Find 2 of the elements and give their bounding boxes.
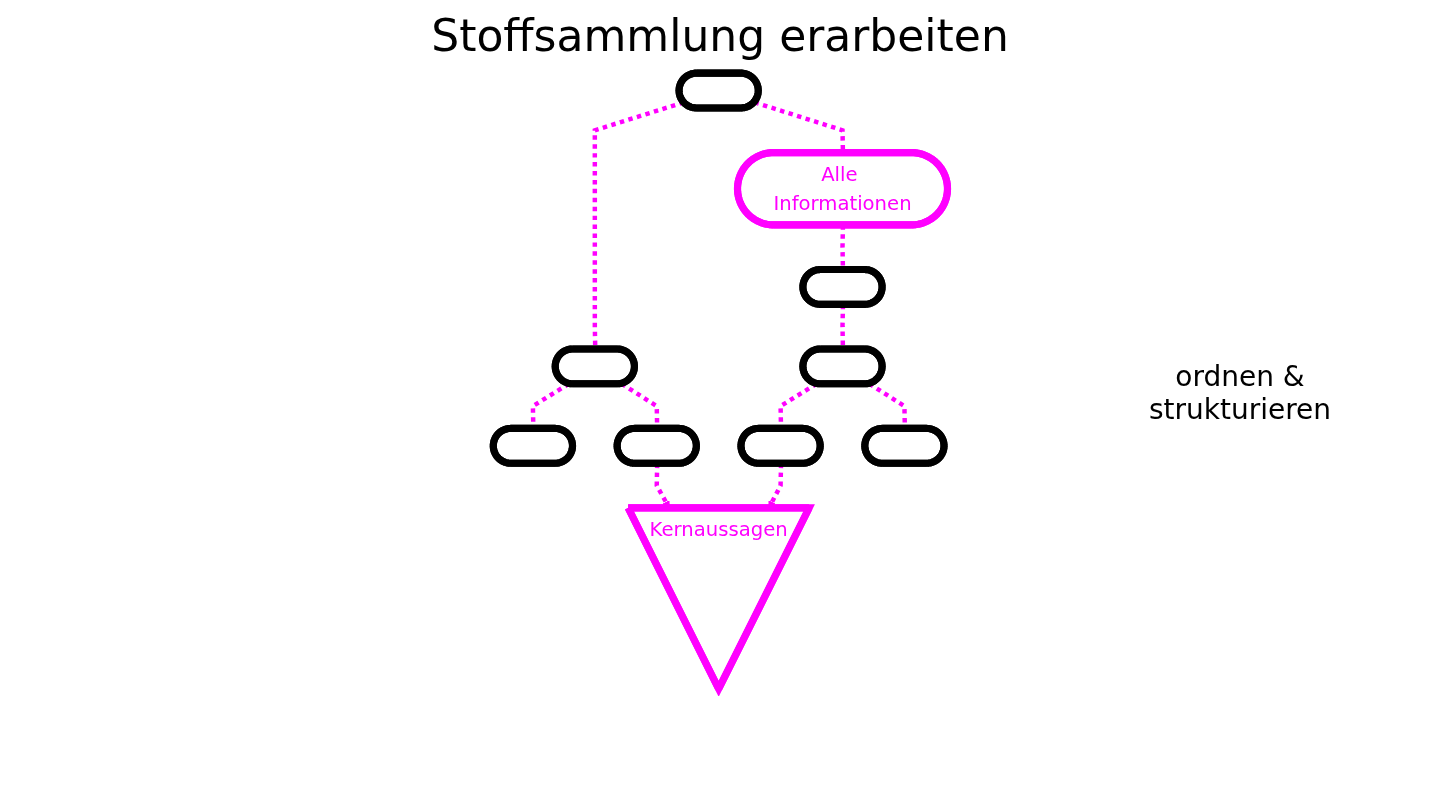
note-text: ordnen & strukturieren: [1147, 360, 1333, 426]
title: Stoffsammlung erarbeiten: [430, 10, 1010, 61]
